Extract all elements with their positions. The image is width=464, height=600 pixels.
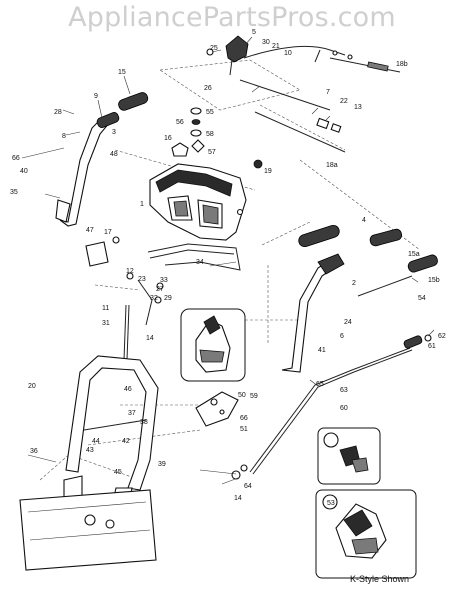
callout-15: 15	[118, 69, 126, 76]
callout-9: 9	[94, 93, 98, 100]
callout-18a: 18a	[326, 162, 338, 169]
callout-44: 44	[92, 438, 100, 445]
handle-grip-15	[118, 92, 149, 111]
callout-17: 17	[104, 229, 112, 236]
callout-14: 14	[146, 335, 154, 342]
callout-32: 32	[150, 295, 158, 302]
shift-cable-18b	[243, 45, 401, 73]
callout-11: 11	[102, 305, 109, 312]
callout-35: 35	[10, 189, 18, 196]
callout-26: 26	[204, 85, 212, 92]
inset-control-body	[180, 308, 246, 382]
upper-handle-left[interactable]	[55, 91, 149, 227]
callout-61: 61	[428, 343, 436, 350]
hardware-stack	[171, 107, 263, 169]
callout-42: 42	[122, 438, 130, 445]
callout-62: 62	[438, 333, 446, 340]
callout-6: 6	[340, 333, 344, 340]
callout-40: 40	[20, 168, 28, 175]
callout-12: 12	[126, 268, 134, 275]
callout-36: 36	[30, 448, 38, 455]
watermark: AppliancePartsPros.com	[68, 2, 396, 33]
callout-16: 16	[164, 135, 172, 142]
control-lever-5[interactable]	[206, 35, 249, 76]
cover-47	[85, 236, 120, 267]
callout-18b: 18b	[396, 61, 408, 68]
callout-13: 13	[354, 104, 362, 111]
callout-1: 1	[140, 201, 144, 208]
callout-57: 57	[208, 149, 216, 156]
callout-5: 5	[252, 29, 256, 36]
callout-66: 66	[12, 155, 20, 162]
dashboard-console-1[interactable]	[149, 163, 247, 241]
shift-rod-60[interactable]	[231, 334, 432, 480]
callout-7: 7	[326, 89, 330, 96]
callout-25: 25	[210, 45, 218, 52]
callout-59: 59	[250, 393, 258, 400]
callout-65: 65	[316, 381, 324, 388]
linkage-rods	[123, 272, 164, 361]
callout-3: 3	[112, 129, 116, 136]
callout-55: 55	[206, 109, 214, 116]
lower-handle-frame-39[interactable]	[63, 355, 159, 509]
callout-51: 51	[240, 426, 248, 433]
callout-30: 30	[262, 39, 270, 46]
callout-34: 34	[196, 259, 204, 266]
callout-60: 60	[340, 405, 348, 412]
callout-15a: 15a	[408, 251, 420, 258]
callout-22: 22	[340, 98, 348, 105]
callout-2: 2	[352, 280, 356, 287]
callout-27: 27	[156, 286, 164, 293]
chute-control-rod-34	[147, 243, 241, 271]
callout-8: 8	[62, 133, 66, 140]
callout-50: 50	[238, 392, 246, 399]
callout-23: 23	[138, 276, 146, 283]
callout-43: 43	[86, 447, 94, 454]
callout-48: 48	[110, 151, 118, 158]
diagram-caption: K-Style Shown	[350, 574, 410, 584]
callout-21: 21	[272, 43, 280, 50]
auger-housing	[19, 489, 157, 571]
callout-labels: 5 25 30 21 10 18b 15 26 9 28 3 8 66 48 4…	[10, 29, 446, 507]
callout-29: 29	[164, 295, 172, 302]
detail-box-32	[317, 427, 381, 485]
bracket-50	[195, 391, 239, 427]
callout-33: 33	[160, 277, 168, 284]
callout-20: 20	[28, 383, 36, 390]
callout-54: 54	[418, 295, 426, 302]
callout-14-b: 14	[234, 495, 242, 502]
handle-grip-15b	[407, 254, 438, 273]
upper-handle-right[interactable]	[281, 224, 439, 373]
callout-41: 41	[318, 347, 326, 354]
callout-38: 38	[140, 419, 148, 426]
callout-64: 64	[244, 483, 252, 490]
handle-grip-15a	[369, 228, 403, 247]
callout-24: 24	[344, 319, 352, 326]
callout-15b: 15b	[428, 277, 440, 284]
callout-19: 19	[264, 168, 272, 175]
shift-rod-assembly	[239, 79, 346, 153]
callout-63: 63	[340, 387, 348, 394]
leader-lines	[21, 36, 435, 485]
handle-grip-4	[298, 224, 340, 248]
callout-28: 28	[54, 109, 62, 116]
callout-58: 58	[206, 131, 214, 138]
callout-4: 4	[362, 217, 366, 224]
callout-66-b: 66	[240, 415, 248, 422]
callout-45: 45	[114, 469, 122, 476]
callout-31: 31	[102, 320, 110, 327]
detail-box-53	[315, 489, 417, 579]
callout-39: 39	[158, 461, 166, 468]
callout-46: 46	[124, 386, 132, 393]
callout-10: 10	[284, 50, 292, 57]
callout-56: 56	[176, 119, 184, 126]
callout-53: 53	[327, 500, 335, 507]
callout-37: 37	[128, 410, 136, 417]
callout-47: 47	[86, 227, 94, 234]
